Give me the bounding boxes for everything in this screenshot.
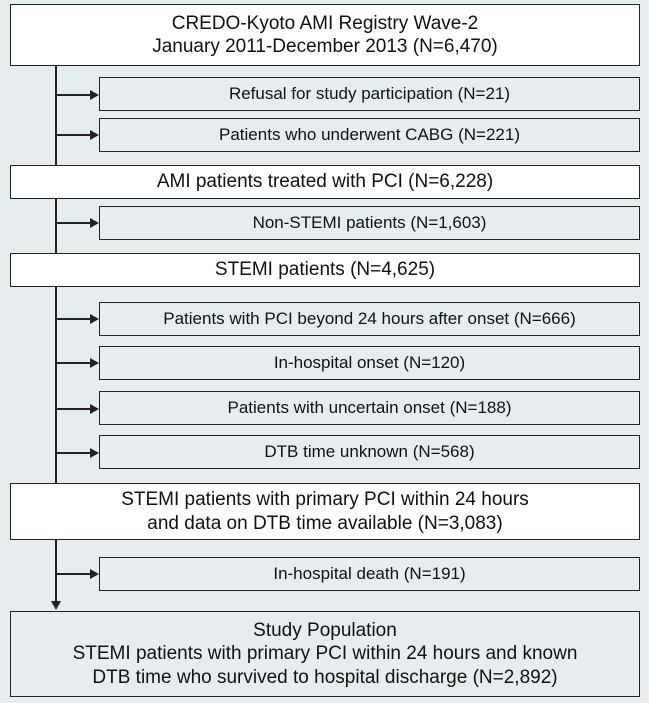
dtb-unknown-box: DTB time unknown (N=568) — [99, 435, 640, 469]
arrow-to-cabg — [56, 129, 99, 141]
arrow-to-dtb-unknown — [56, 447, 99, 459]
arrow-to-refusal — [56, 89, 99, 101]
pci-label: AMI patients treated with PCI (N=6,228) — [156, 171, 494, 193]
arrow-to-in-hospital-death — [56, 568, 99, 580]
non-stemi-box: Non-STEMI patients (N=1,603) — [99, 206, 640, 240]
stemi-primary-line2: and data on DTB time available (N=3,083) — [147, 512, 503, 534]
stemi-primary-box: STEMI patients with primary PCI within 2… — [10, 483, 640, 540]
pci-beyond-box: Patients with PCI beyond 24 hours after … — [99, 302, 640, 336]
in-hospital-onset-label: In-hospital onset (N=120) — [273, 352, 466, 372]
registry-title: CREDO-Kyoto AMI Registry Wave-2 — [171, 12, 479, 34]
refusal-label: Refusal for study participation (N=21) — [228, 83, 511, 103]
registry-period: January 2011-December 2013 (N=6,470) — [152, 36, 498, 57]
uncertain-onset-label: Patients with uncertain onset (N=188) — [227, 397, 512, 417]
dtb-unknown-label: DTB time unknown (N=568) — [264, 441, 475, 461]
study-population-title: Study Population — [253, 620, 397, 642]
non-stemi-label: Non-STEMI patients (N=1,603) — [252, 212, 487, 232]
pci-box: AMI patients treated with PCI (N=6,228) — [10, 165, 640, 199]
in-hospital-death-label: In-hospital death (N=191) — [273, 563, 466, 583]
study-population-line2: STEMI patients with primary PCI within 2… — [72, 643, 578, 665]
study-population-line3: DTB time who survived to hospital discha… — [92, 666, 558, 688]
stemi-box: STEMI patients (N=4,625) — [10, 253, 640, 287]
arrow-to-pci-beyond — [56, 313, 99, 325]
arrow-down-to-study-population — [51, 601, 61, 610]
arrow-to-uncertain-onset — [56, 403, 99, 415]
cabg-label: Patients who underwent CABG (N=221) — [219, 124, 520, 144]
study-population-box: Study Population STEMI patients with pri… — [10, 611, 640, 697]
cabg-box: Patients who underwent CABG (N=221) — [99, 118, 640, 152]
registry-box: CREDO-Kyoto AMI Registry Wave-2 January … — [10, 4, 640, 66]
stemi-label: STEMI patients (N=4,625) — [214, 259, 436, 281]
stemi-primary-line1: STEMI patients with primary PCI within 2… — [121, 489, 529, 511]
arrow-to-non-stemi — [56, 217, 99, 229]
pci-beyond-label: Patients with PCI beyond 24 hours after … — [163, 308, 576, 328]
refusal-box: Refusal for study participation (N=21) — [99, 77, 640, 111]
flow-trunk-line — [55, 65, 57, 601]
in-hospital-death-box: In-hospital death (N=191) — [99, 557, 640, 591]
arrow-to-in-hospital-onset — [56, 357, 99, 369]
in-hospital-onset-box: In-hospital onset (N=120) — [99, 346, 640, 380]
uncertain-onset-box: Patients with uncertain onset (N=188) — [99, 391, 640, 425]
